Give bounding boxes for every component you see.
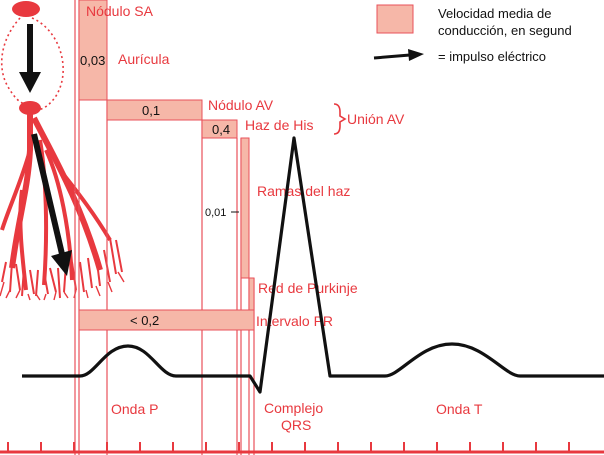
label-purkinje: Red de Purkinje (258, 280, 358, 296)
heart-conduction-icon (0, 1, 125, 301)
label-qrs-line2: QRS (281, 417, 311, 433)
legend-arrow-label: = impulso eléctrico (438, 49, 546, 64)
legend-arrow-icon (373, 49, 424, 61)
bar-av-node (106, 99, 203, 121)
bar-purkinje (248, 277, 255, 311)
label-sa-node: Nódulo SA (86, 3, 154, 19)
label-p-wave: Onda P (111, 401, 158, 417)
label-atrium: Aurícula (118, 51, 170, 67)
label-pr-interval: Intervalo PR (256, 313, 333, 329)
label-av-node: Nódulo AV (208, 97, 274, 113)
label-his: Haz de His (245, 117, 313, 133)
value-branches: 0,01 (205, 207, 226, 219)
bar-his (201, 119, 238, 139)
legend-speed-title-1: Velocidad media de (438, 6, 551, 21)
legend-swatch (376, 4, 414, 34)
label-t-wave: Onda T (436, 401, 483, 417)
av-junction-brace (333, 103, 347, 135)
impulse-arrow-icon (19, 24, 72, 276)
value-pr: < 0,2 (130, 313, 159, 328)
label-qrs-line1: Complejo (264, 400, 323, 416)
bar-atrium (78, 0, 108, 101)
bar-pr-interval (78, 309, 255, 331)
legend-speed-title-2: conducción, en segund (438, 23, 572, 38)
value-his: 0,4 (212, 122, 230, 137)
time-axis-ticks (7, 442, 570, 452)
label-bundle-branches: Ramas del haz (257, 183, 350, 199)
ecg-trace (22, 136, 604, 394)
value-av-node: 0,1 (142, 103, 160, 118)
label-av-junction: Unión AV (347, 111, 405, 127)
bar-branches (240, 137, 250, 279)
value-atrium: 0,03 (80, 53, 105, 68)
